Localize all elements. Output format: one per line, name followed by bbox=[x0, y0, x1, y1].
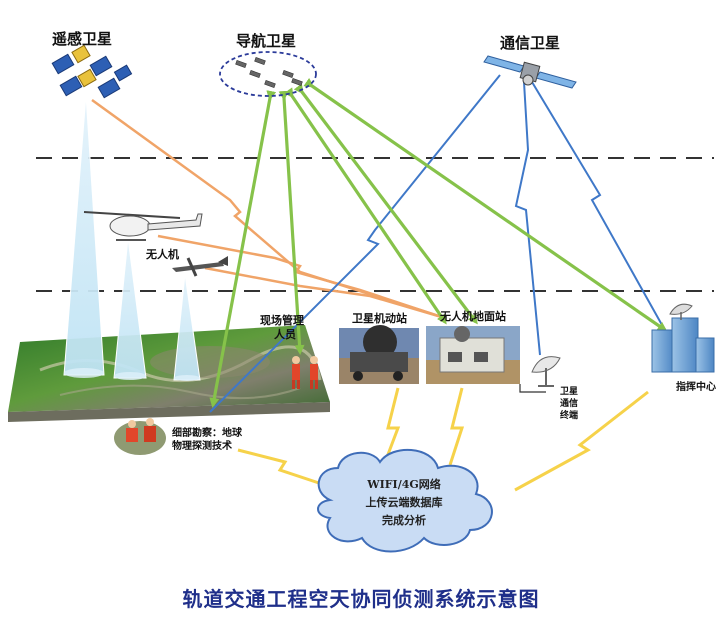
remote-sensing-satellite-label: 遥感卫星 bbox=[52, 30, 112, 48]
cloud-shape bbox=[317, 448, 493, 553]
field-staff-label-line2: 人员 bbox=[274, 327, 296, 341]
field-staff-figures bbox=[292, 356, 318, 389]
yellow-links bbox=[237, 387, 649, 492]
communication-satellite-label: 通信卫星 bbox=[500, 34, 560, 52]
uav-ground-station-label: 无人机地面站 bbox=[439, 309, 506, 323]
cloud-label-line2: 上传云端数据库 bbox=[366, 495, 443, 509]
uav-fixed-wing-icon bbox=[172, 256, 228, 277]
survey-photo bbox=[114, 418, 166, 455]
remote-sensing-satellite-icon bbox=[51, 44, 133, 99]
navigation-satellite-label: 导航卫星 bbox=[236, 32, 296, 50]
sat-terminal-label-line1: 卫星 bbox=[560, 386, 578, 397]
green-arrows bbox=[209, 77, 668, 408]
cloud-label-line1: WIFI/4G网络 bbox=[366, 477, 441, 491]
command-center-building-icon bbox=[651, 303, 715, 373]
satellite-vehicle-photo bbox=[339, 325, 419, 384]
satellite-terminal-dish-icon bbox=[519, 356, 561, 393]
command-center-label: 指挥中心 bbox=[676, 380, 716, 393]
navigation-satellite-icon bbox=[219, 51, 317, 97]
sat-terminal-label-line2: 通信 bbox=[560, 397, 578, 409]
communication-satellite-icon bbox=[483, 55, 577, 89]
remote-sensing-beams bbox=[63, 94, 201, 381]
helicopter-icon bbox=[83, 211, 203, 241]
diagram-caption: 轨道交通工程空天协同侦测系统示意图 bbox=[183, 587, 540, 611]
cloud-label-line3: 完成分析 bbox=[382, 513, 426, 527]
survey-label-line2: 物理探测技术 bbox=[172, 439, 232, 452]
uav-label: 无人机 bbox=[145, 247, 179, 261]
sat-terminal-label-line3: 终端 bbox=[559, 409, 578, 421]
uav-ground-station-photo bbox=[426, 326, 520, 384]
field-staff-label-line1: 现场管理 bbox=[260, 313, 304, 327]
survey-label-line1: 细部勘察：地球 bbox=[172, 426, 243, 439]
satellite-vehicle-label: 卫星机动站 bbox=[352, 311, 407, 325]
